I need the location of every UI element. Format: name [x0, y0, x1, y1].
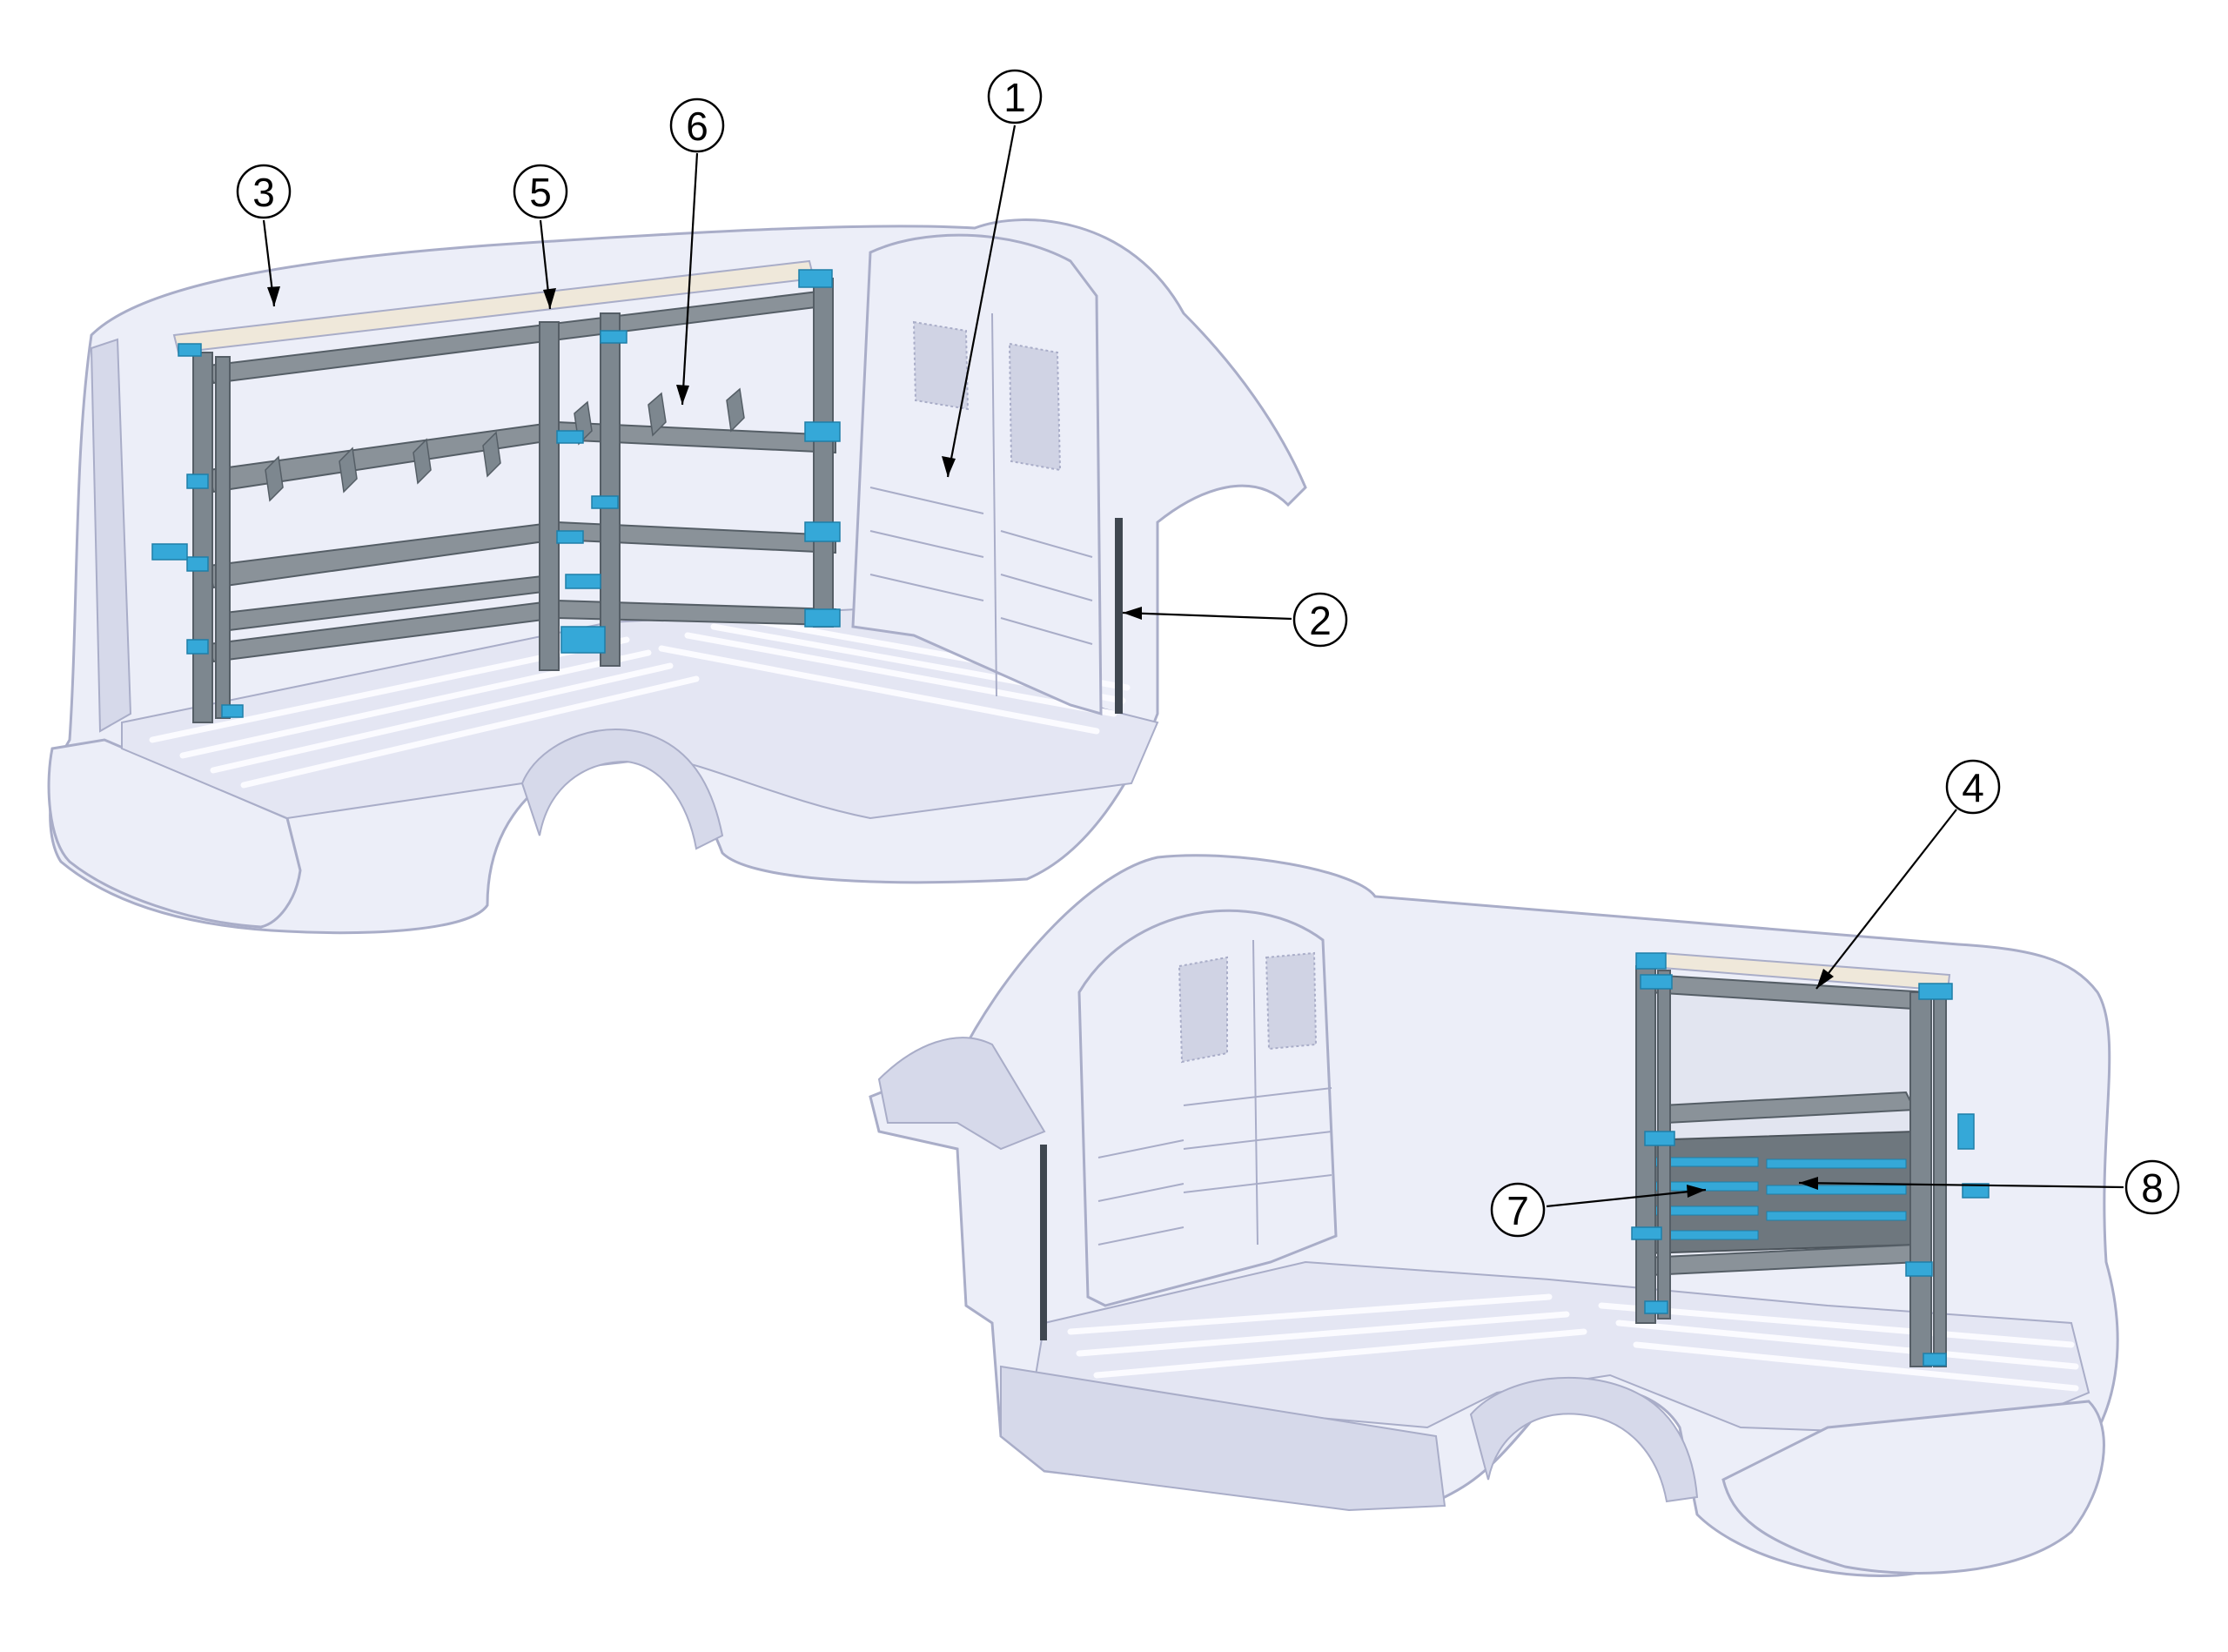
- arrowhead-3: [267, 286, 280, 306]
- van-right-side-post: [1040, 1145, 1047, 1340]
- callout-1: 1: [987, 69, 1043, 124]
- arrowhead-5: [543, 288, 556, 309]
- callout-1-label: 1: [1003, 75, 1026, 120]
- van-right-floor-slats: [1067, 1293, 2079, 1392]
- callout-6-label: 6: [686, 104, 708, 149]
- rack-right-upright-3: [1909, 991, 1932, 1367]
- callout-8: 8: [2124, 1159, 2180, 1215]
- callout-7: 7: [1490, 1182, 1546, 1238]
- callout-4-label: 4: [1962, 765, 1984, 810]
- arrowhead-1: [942, 456, 956, 477]
- arrowhead-8: [1799, 1177, 1818, 1190]
- van-left-floor-slats: [149, 616, 1131, 789]
- arrowhead-2: [1123, 607, 1142, 620]
- leader-2: [1122, 611, 1292, 621]
- leader-6: [681, 152, 699, 406]
- van-right-a-pillar: [877, 1037, 1046, 1151]
- callout-3: 3: [236, 164, 292, 219]
- van-left-partition-ribs: [869, 312, 1093, 697]
- arrowhead-7: [1687, 1185, 1706, 1198]
- rack-left-upright-3: [539, 321, 560, 671]
- rack-left-brackets: [151, 269, 841, 718]
- rack-left-upright-4: [600, 312, 621, 667]
- leader-4: [1815, 809, 1957, 990]
- van-right-partition-mesh: [1178, 951, 1318, 1064]
- van-left-wheel-arch: [520, 729, 724, 850]
- callout-3-label: 3: [252, 170, 275, 215]
- van-right-rear-apron: [1000, 1365, 1446, 1512]
- rack-left-upright-1: [192, 352, 213, 723]
- callout-4: 4: [1945, 759, 2001, 815]
- rack-right-assembly: [1631, 952, 1990, 1367]
- rack-right-upright-4: [1933, 996, 1947, 1367]
- rack-right-drawer-fronts: [1653, 1157, 1907, 1240]
- leader-8: [1798, 1181, 2124, 1189]
- callout-6: 6: [669, 97, 725, 153]
- rack-left-dividers: [265, 387, 745, 502]
- callout-2-label: 2: [1309, 598, 1332, 643]
- callout-8-label: 8: [2141, 1165, 2164, 1211]
- leader-1: [946, 124, 1017, 478]
- leader-7: [1546, 1188, 1707, 1208]
- leader-arrowheads: [267, 286, 1834, 1198]
- rack-right-brackets: [1631, 952, 1990, 1367]
- callout-5: 5: [513, 164, 568, 219]
- callout-7-label: 7: [1507, 1188, 1529, 1233]
- arrowhead-4: [1816, 969, 1834, 989]
- van-left-bumper: [47, 738, 302, 929]
- callout-5-label: 5: [529, 170, 552, 215]
- rack-left-upright-2: [215, 356, 231, 719]
- rack-left-assembly: [151, 269, 841, 723]
- rack-left-upright-5: [813, 278, 834, 628]
- van-right-partition-ribs: [1097, 939, 1332, 1246]
- callout-2: 2: [1292, 592, 1348, 648]
- arrowhead-6: [676, 385, 689, 405]
- van-left-side-post: [1115, 518, 1123, 714]
- van-right-wheel-arch: [1469, 1376, 1699, 1503]
- van-left-rear-pillar: [90, 338, 132, 733]
- van-left-partition-mesh: [912, 320, 1062, 472]
- van-right-bumper: [1721, 1400, 2105, 1575]
- van-view-left: [47, 218, 1307, 935]
